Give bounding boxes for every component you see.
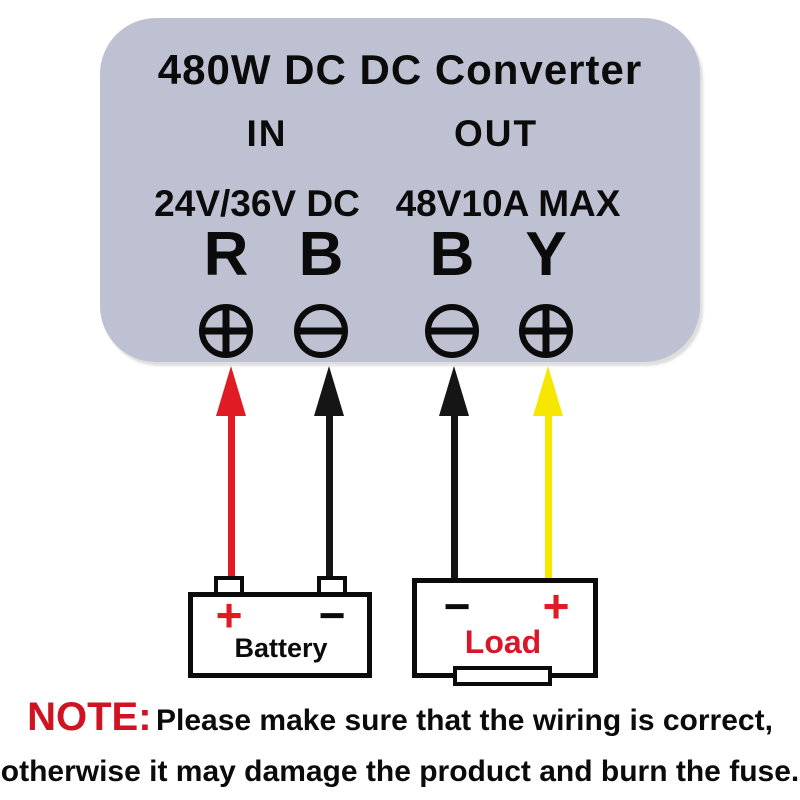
wire-shaft	[227, 416, 235, 578]
battery-label: Battery	[234, 633, 328, 663]
note-block: NOTE: Please make sure that the wiring i…	[0, 694, 800, 795]
wire-shaft	[450, 416, 458, 578]
battery-plus-sign: +	[215, 589, 243, 641]
note-prefix: NOTE:	[27, 695, 152, 739]
battery-positive-wire-arrow	[216, 366, 246, 578]
battery-minus-sign: −	[318, 589, 346, 641]
load-plus-sign: +	[542, 580, 570, 632]
load-positive-wire-arrow	[533, 366, 563, 578]
wire-shaft	[544, 416, 552, 578]
phillips-screw-icon	[199, 304, 253, 358]
arrow-up-icon	[216, 366, 246, 416]
load-foot	[453, 666, 552, 686]
wire-shaft	[325, 416, 333, 578]
out-label: OUT	[453, 113, 539, 154]
flat-screw-icon	[294, 304, 348, 358]
terminal-letter-r: R	[203, 220, 249, 289]
note-text-line-2: otherwise it may damage the product and …	[0, 755, 800, 788]
arrow-up-icon	[314, 366, 344, 416]
phillips-screw-icon	[519, 304, 573, 358]
arrow-up-icon	[439, 366, 469, 416]
terminal-letter-y: Y	[525, 220, 567, 289]
output-spec-label: 48V10A MAX	[395, 183, 621, 224]
in-label: IN	[246, 113, 288, 154]
note-line-1: NOTE: Please make sure that the wiring i…	[0, 694, 800, 749]
terminal-letter-b-in: B	[298, 220, 344, 289]
load-negative-wire-arrow	[439, 366, 469, 578]
arrow-up-icon	[533, 366, 563, 416]
converter-title: 480W DC DC Converter	[157, 46, 643, 93]
load-label: Load	[464, 624, 542, 660]
note-text-line-1: Please make sure that the wiring is corr…	[155, 704, 773, 737]
battery-box	[188, 592, 372, 678]
battery-negative-wire-arrow	[314, 366, 344, 578]
input-spec-label: 24V/36V DC	[154, 183, 360, 224]
terminal-letter-b-out: B	[429, 220, 475, 289]
load-minus-sign: −	[443, 580, 471, 632]
flat-screw-icon	[425, 304, 479, 358]
converter-panel: 480W DC DC Converter IN OUT 24V/36V DC 4…	[100, 18, 700, 362]
